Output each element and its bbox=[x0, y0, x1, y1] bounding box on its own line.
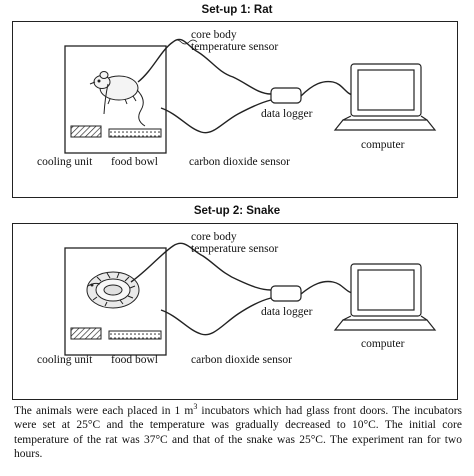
computer-label: computer bbox=[361, 338, 405, 350]
co2-sensor-label: carbon dioxide sensor bbox=[189, 156, 290, 168]
setup1-title: Set-up 1: Rat bbox=[201, 4, 273, 16]
computer-label: computer bbox=[361, 139, 405, 151]
food-bowl bbox=[108, 128, 162, 138]
data-logger-label: data logger bbox=[261, 108, 313, 120]
food-bowl-label: food bowl bbox=[111, 156, 158, 168]
cooling-unit bbox=[70, 125, 102, 138]
food-bowl bbox=[108, 330, 162, 340]
setup2-diagram bbox=[64, 242, 437, 356]
cooling-unit bbox=[70, 327, 102, 340]
co2-wire bbox=[160, 99, 272, 134]
data-logger-label: data logger bbox=[261, 306, 313, 318]
logger-wire bbox=[300, 280, 356, 295]
food-bowl-label: food bowl bbox=[111, 354, 158, 366]
caption-part2: incubators which had glass front doors. … bbox=[14, 405, 462, 460]
sensor-label-1: core body bbox=[191, 29, 237, 41]
caption-part1: The animals were each placed in 1 m bbox=[14, 405, 194, 417]
temp-wire bbox=[137, 38, 272, 95]
data-logger bbox=[270, 87, 302, 104]
sensor-label-2: temperature sensor bbox=[191, 41, 279, 53]
incubator-box bbox=[64, 45, 167, 154]
sensor-label-1: core body bbox=[191, 231, 237, 243]
caption-superscript: 3 bbox=[193, 402, 198, 412]
co2-sensor-label: carbon dioxide sensor bbox=[191, 354, 292, 366]
snake-icon bbox=[86, 271, 140, 309]
incubator-box bbox=[64, 247, 167, 356]
setup2-panel: core body temperature sensor data logger… bbox=[12, 223, 458, 400]
sensor-label-2: temperature sensor bbox=[191, 243, 279, 255]
laptop-icon bbox=[333, 63, 437, 131]
rat-icon bbox=[89, 71, 146, 127]
setup1-panel: core body temperature sensor data logger… bbox=[12, 21, 458, 198]
temp-wire bbox=[130, 242, 272, 291]
laptop-icon bbox=[333, 263, 437, 331]
setup1-diagram bbox=[64, 38, 437, 154]
setup2-title: Set-up 2: Snake bbox=[193, 205, 281, 217]
experiment-description: The animals were each placed in 1 m3 inc… bbox=[14, 402, 462, 461]
cooling-unit-label: cooling unit bbox=[37, 354, 93, 366]
data-logger bbox=[270, 285, 302, 302]
cooling-unit-label: cooling unit bbox=[37, 156, 93, 168]
co2-wire bbox=[160, 297, 272, 336]
logger-wire bbox=[300, 80, 356, 97]
